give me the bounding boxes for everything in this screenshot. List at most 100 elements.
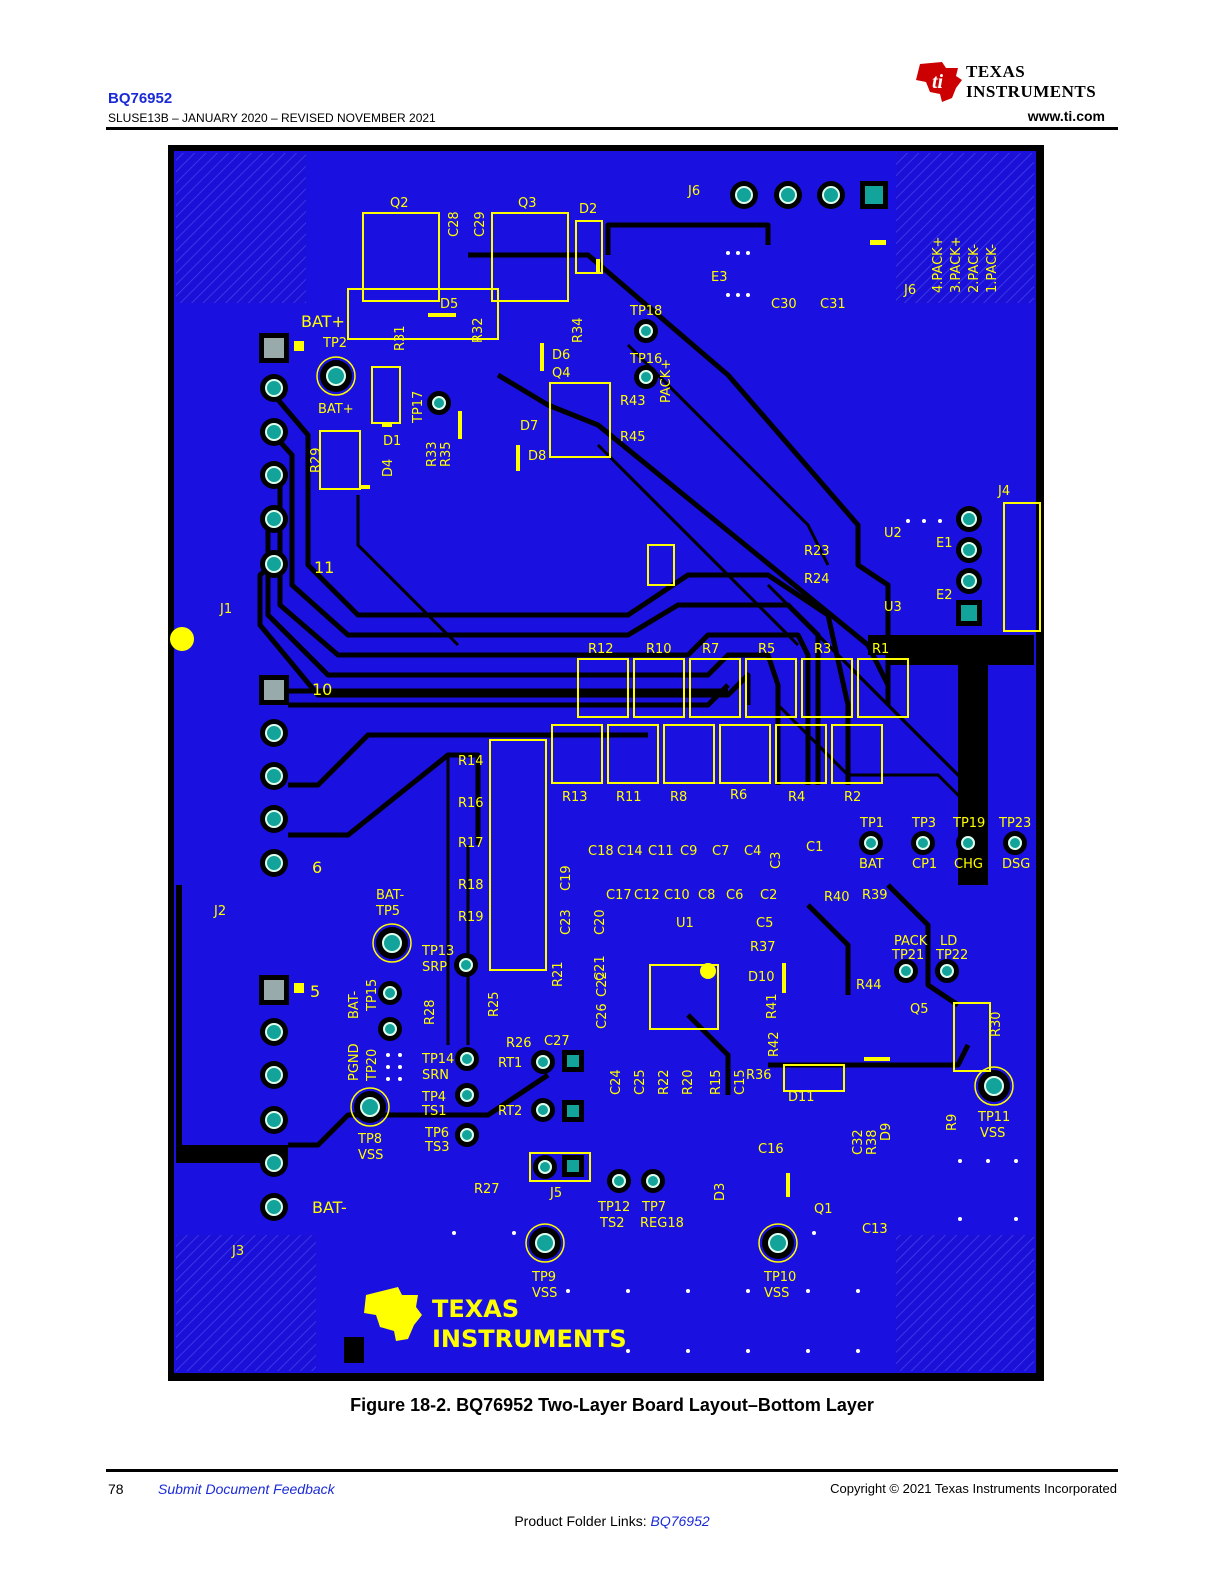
label-tp6: TP6 xyxy=(424,1126,449,1141)
label-ts1: TS1 xyxy=(421,1104,446,1119)
label-c22: C22 xyxy=(595,971,610,997)
label-bat: BAT xyxy=(859,857,884,872)
label-c9: C9 xyxy=(680,844,697,859)
label-e3: E3 xyxy=(711,270,728,285)
label-tp15: TP15 xyxy=(365,979,380,1012)
label-ts2: TS2 xyxy=(599,1216,624,1231)
brand-line-2: Instruments xyxy=(966,82,1097,101)
label-r15: R15 xyxy=(709,1069,724,1095)
header-rule xyxy=(106,127,1118,130)
label-r3: R3 xyxy=(814,642,831,657)
label-c17: C17 xyxy=(606,888,632,903)
label-r19: R19 xyxy=(458,910,484,925)
label-d9: D9 xyxy=(879,1123,894,1141)
brand-line-1: Texas xyxy=(966,62,1026,81)
label-c27: C27 xyxy=(544,1034,570,1049)
label-tp11: TP11 xyxy=(977,1110,1010,1125)
label-r5: R5 xyxy=(758,642,775,657)
footer-rule xyxy=(106,1469,1118,1472)
label-c4: C4 xyxy=(744,844,761,859)
label-c3: C3 xyxy=(769,852,784,869)
submit-feedback-link[interactable]: Submit Document Feedback xyxy=(158,1481,335,1497)
label-c7: C7 xyxy=(712,844,729,859)
label-r21: R21 xyxy=(551,961,566,987)
label-c1: C1 xyxy=(806,840,823,855)
label-q4: Q4 xyxy=(552,366,571,381)
label-r36: R36 xyxy=(746,1068,772,1083)
label-e1: E1 xyxy=(936,536,953,551)
label-srn: SRN xyxy=(422,1068,449,1083)
label-tp1: TP1 xyxy=(859,816,884,831)
label-d4: D4 xyxy=(381,459,396,477)
label-d3: D3 xyxy=(713,1183,728,1201)
label-cp1: CP1 xyxy=(912,857,937,872)
label-tp21: TP21 xyxy=(891,948,924,963)
label-q3: Q3 xyxy=(518,196,537,211)
label-pack2: 2.PACK- xyxy=(967,244,982,293)
label-c15: C15 xyxy=(733,1069,748,1095)
label-tp19: TP19 xyxy=(952,816,985,831)
label-tp7: TP7 xyxy=(641,1200,666,1215)
label-r25: R25 xyxy=(487,991,502,1017)
label-j5: J5 xyxy=(549,1186,562,1201)
label-packp: PACK+ xyxy=(659,359,674,403)
label-r10: R10 xyxy=(646,642,672,657)
label-c23: C23 xyxy=(559,909,574,935)
label-r4: R4 xyxy=(788,790,805,805)
website-url[interactable]: www.ti.com xyxy=(1027,108,1105,124)
label-r42: R42 xyxy=(767,1031,782,1057)
label-batp: BAT+ xyxy=(301,312,345,331)
label-c14: C14 xyxy=(617,844,643,859)
label-rt1: RT1 xyxy=(498,1056,522,1071)
product-folder-link[interactable]: BQ76952 xyxy=(650,1513,710,1529)
label-q2: Q2 xyxy=(390,196,409,211)
label-r40: R40 xyxy=(824,890,850,905)
label-r17: R17 xyxy=(458,836,484,851)
label-r34: R34 xyxy=(571,317,586,343)
label-c30: C30 xyxy=(771,297,797,312)
label-c10: C10 xyxy=(664,888,690,903)
label-c26: C26 xyxy=(595,1003,610,1029)
label-r9: R9 xyxy=(945,1114,960,1131)
label-r33: R33 xyxy=(425,441,440,467)
label-r31: R31 xyxy=(393,325,408,351)
silkscreen-brand-1: Texas xyxy=(432,1295,519,1323)
label-n11: 11 xyxy=(314,558,334,577)
label-tp12: TP12 xyxy=(597,1200,630,1215)
label-vss2: VSS xyxy=(980,1126,1005,1141)
label-vss1: VSS xyxy=(358,1148,383,1163)
label-tp17: TP17 xyxy=(411,391,426,424)
label-tp18: TP18 xyxy=(629,304,662,319)
label-r27: R27 xyxy=(474,1182,500,1197)
label-r2: R2 xyxy=(844,790,861,805)
j1-j2-header-pads xyxy=(259,333,289,1005)
label-r24: R24 xyxy=(804,572,830,587)
silkscreen-ti-logo-icon xyxy=(344,1287,422,1363)
label-r22: R22 xyxy=(657,1069,672,1095)
label-e2: E2 xyxy=(936,588,953,603)
product-folder-label: Product Folder Links: xyxy=(514,1513,651,1529)
label-r6: R6 xyxy=(730,788,747,803)
label-vss4: VSS xyxy=(764,1286,789,1301)
document-product-name: BQ76952 xyxy=(108,90,173,107)
product-folder-links: Product Folder Links: BQ76952 xyxy=(0,1513,1224,1529)
label-j6b: J6 xyxy=(903,283,916,298)
label-c24: C24 xyxy=(609,1069,624,1095)
label-tp8: TP8 xyxy=(357,1132,382,1147)
label-d8: D8 xyxy=(528,449,546,464)
label-r28: R28 xyxy=(423,999,438,1025)
label-tp2: TP2 xyxy=(322,336,347,351)
label-c12: C12 xyxy=(634,888,660,903)
label-tp20: TP20 xyxy=(365,1049,380,1082)
label-tp10: TP10 xyxy=(763,1270,796,1285)
label-n6: 6 xyxy=(312,858,322,877)
label-c32: C32 xyxy=(851,1129,866,1155)
label-c21: C21 xyxy=(593,955,608,981)
label-c20: C20 xyxy=(593,909,608,935)
document-revision-line: SLUSE13B – JANUARY 2020 – REVISED NOVEMB… xyxy=(108,111,436,125)
label-tp16: TP16 xyxy=(629,352,662,367)
label-c16: C16 xyxy=(758,1142,784,1157)
label-r23: R23 xyxy=(804,544,830,559)
label-j2: J2 xyxy=(213,904,226,919)
label-r35: R35 xyxy=(439,441,454,467)
